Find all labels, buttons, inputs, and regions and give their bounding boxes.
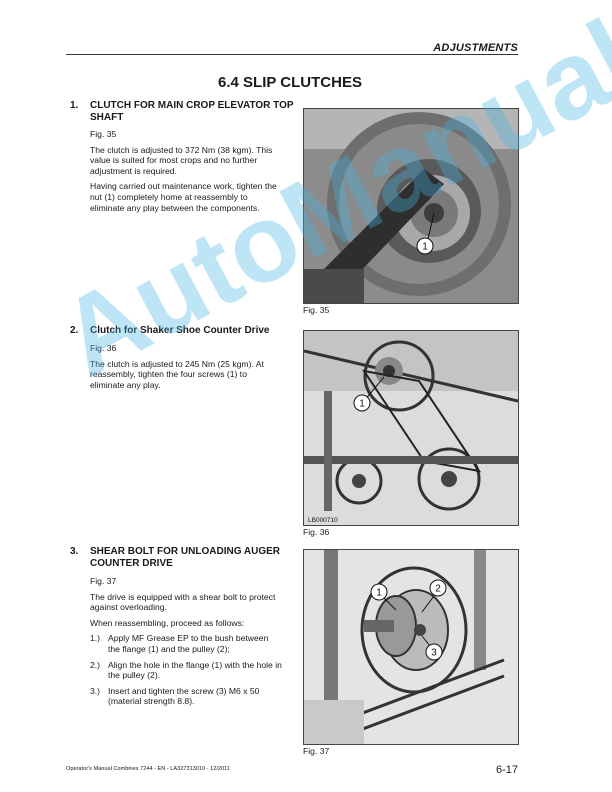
step-text: Insert and tighten the screw (3) M6 x 50… [108,685,260,707]
figure-36-caption: Fig. 36 [303,527,330,537]
clutch-pulley-illustration: 1 [304,109,518,303]
running-header: ADJUSTMENTS [433,42,518,54]
section-3-body: Fig. 37 The drive is equipped with a she… [90,576,282,712]
paragraph: The clutch is adjusted to 372 Nm (38 kgm… [90,144,273,176]
step-list: 1.) Apply MF Grease EP to the bush betwee… [90,633,282,707]
section-2-body: Fig. 36 The clutch is adjusted to 245 Nm… [90,343,282,395]
photo-code: LB000710 [308,517,338,524]
section-2-heading: 2. Clutch for Shaker Shoe Counter Drive [70,325,300,339]
figure-35-caption: Fig. 35 [303,305,330,315]
callout-label: 3 [431,648,437,659]
section-number: 3. [70,546,79,557]
step-number: 1.) [90,633,101,644]
callout-label: 1 [359,399,365,410]
fig-reference: Fig. 37 [90,576,117,586]
section-title: SHEAR BOLT FOR UNLOADING AUGER COUNTER D… [90,546,280,569]
section-title: Clutch for Shaker Shoe Counter Drive [90,325,270,336]
list-item: 3.) Insert and tighten the screw (3) M6 x… [90,686,282,707]
list-item: 2.) Align the hole in the flange (1) with… [90,660,282,681]
figure-36-photo: 1 LB000710 [303,330,519,526]
paragraph: The drive is equipped with a shear bolt … [90,591,276,613]
fig-reference: Fig. 35 [90,129,117,139]
step-number: 3.) [90,685,101,696]
list-item: 1.) Apply MF Grease EP to the bush betwee… [90,633,282,654]
paragraph: The clutch is adjusted to 245 Nm (25 kgm… [90,358,264,390]
step-text: Align the hole in the flange (1) with th… [108,659,282,681]
figure-35-photo: 1 [303,108,519,304]
section-title: CLUTCH FOR MAIN CROP ELEVATOR TOP SHAFT [90,100,294,123]
paragraph: Having carried out maintenance work, tig… [90,181,277,213]
header-rule [66,54,518,55]
section-number: 1. [70,100,79,111]
footer-manual-info: Operator's Manual Combines 7244 - EN - L… [66,766,230,772]
callout-label: 1 [376,588,382,599]
section-3-heading: 3. SHEAR BOLT FOR UNLOADING AUGER COUNTE… [70,546,300,576]
page-number: 6-17 [495,764,518,776]
auger-drive-illustration: 1 2 3 [304,550,518,744]
section-number: 2. [70,325,79,336]
fig-reference: Fig. 36 [90,343,117,353]
step-number: 2.) [90,659,101,670]
callout-label: 1 [422,242,428,253]
figure-37-caption: Fig. 37 [303,746,330,756]
figure-37-photo: 1 2 3 [303,549,519,745]
section-1-heading: 1. CLUTCH FOR MAIN CROP ELEVATOR TOP SHA… [70,100,300,130]
callout-label: 2 [435,584,441,595]
step-text: Apply MF Grease EP to the bush between t… [108,633,269,654]
section-1-body: Fig. 35 The clutch is adjusted to 372 Nm… [90,129,282,218]
paragraph: When reassembling, proceed as follows: [90,617,245,628]
shaker-drive-illustration: 1 LB000710 [304,331,518,525]
page-title: 6.4 SLIP CLUTCHES [218,74,362,91]
